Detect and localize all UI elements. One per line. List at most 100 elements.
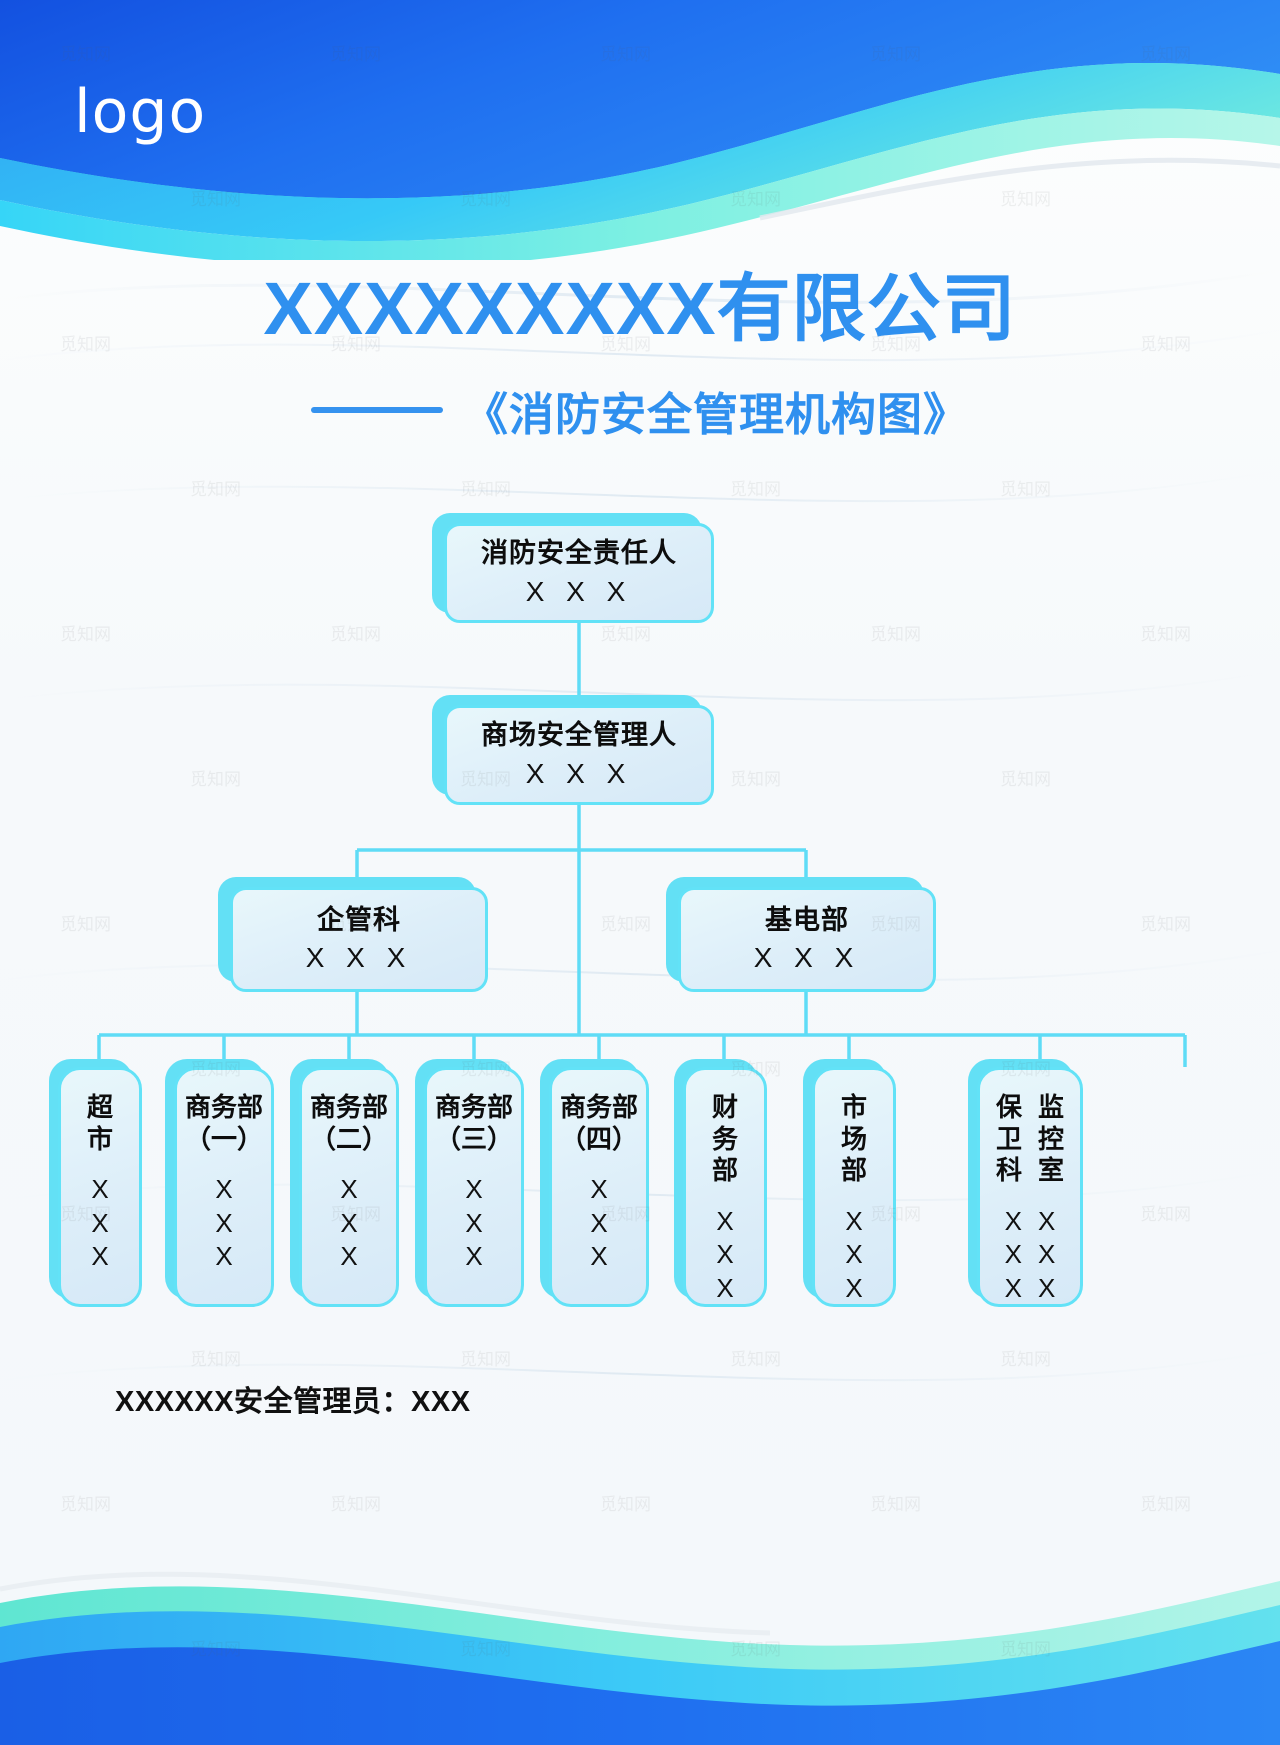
node-person-char: X bbox=[1004, 1206, 1022, 1237]
header-block: XXXXXXXXX有限公司 《消防安全管理机构图》 bbox=[0, 270, 1280, 443]
node-person: X X X bbox=[215, 1173, 232, 1273]
node-title-char: 场 bbox=[840, 1123, 867, 1154]
watermark: 觅知网 bbox=[1000, 1350, 1051, 1370]
node-person: X X X X X X bbox=[1005, 1205, 1056, 1305]
bottom-wave-decoration bbox=[0, 1571, 1280, 1745]
node-person-char: X bbox=[845, 1206, 863, 1237]
node-title-char: 商务部 bbox=[559, 1092, 638, 1122]
node-person-char: X bbox=[716, 1239, 734, 1270]
watermark: 觅知网 bbox=[1000, 480, 1051, 500]
node-title-column-monitoring: 监 控 室 bbox=[1038, 1092, 1064, 1187]
node-title-char: 市 bbox=[840, 1092, 867, 1122]
node-title-char: 商务部 bbox=[184, 1092, 263, 1122]
watermark: 觅知网 bbox=[460, 480, 511, 500]
node-card: 商场安全管理人 X X X bbox=[444, 705, 714, 805]
node-person-column-monitoring: X X X bbox=[1038, 1205, 1055, 1305]
node-title-char: （一） bbox=[184, 1123, 263, 1154]
node-person-char: X bbox=[91, 1240, 109, 1271]
node-person: X X X bbox=[91, 1173, 108, 1273]
node-person-char: X bbox=[340, 1207, 358, 1238]
node-person-char: X bbox=[91, 1207, 109, 1238]
node-person-column-security: X X X bbox=[1005, 1205, 1022, 1305]
node-card: 消防安全责任人 X X X bbox=[444, 523, 714, 623]
node-title-char: 控 bbox=[1038, 1123, 1065, 1154]
node-marketing-department[interactable]: 市 场 部 X X X bbox=[803, 1059, 896, 1307]
node-card: 市 场 部 X X X bbox=[812, 1067, 896, 1307]
node-person-char: X bbox=[215, 1207, 233, 1238]
node-person-char: X bbox=[1004, 1239, 1022, 1270]
node-card: 商务部 （四） X X X bbox=[549, 1067, 649, 1307]
node-card: 财 务 部 X X X bbox=[683, 1067, 767, 1307]
node-title: 商务部 （一） bbox=[185, 1092, 263, 1155]
node-business-department-1[interactable]: 商务部 （一） X X X bbox=[165, 1059, 274, 1307]
node-title-char: 财 bbox=[711, 1092, 738, 1122]
watermark: 觅知网 bbox=[730, 1350, 781, 1370]
node-title: 商务部 （三） bbox=[435, 1092, 513, 1155]
node-fire-safety-responsible-person[interactable]: 消防安全责任人 X X X bbox=[432, 513, 714, 623]
node-title-char: 务 bbox=[711, 1123, 738, 1154]
node-person: X X X bbox=[753, 942, 861, 974]
node-person-char: X bbox=[845, 1239, 863, 1270]
node-title: 财 务 部 bbox=[712, 1092, 738, 1187]
node-person-char: X bbox=[465, 1174, 483, 1205]
watermark: 觅知网 bbox=[730, 480, 781, 500]
node-enterprise-management-section[interactable]: 企管科 X X X bbox=[218, 877, 488, 992]
node-title-char: 科 bbox=[995, 1155, 1022, 1186]
node-business-department-4[interactable]: 商务部 （四） X X X bbox=[540, 1059, 649, 1307]
node-finance-department[interactable]: 财 务 部 X X X bbox=[674, 1059, 767, 1307]
node-title-char: 部 bbox=[711, 1155, 738, 1186]
node-title: 商场安全管理人 bbox=[481, 720, 677, 751]
node-person: X X X bbox=[845, 1205, 862, 1305]
node-person-char: X bbox=[1004, 1272, 1022, 1303]
node-person-char: X bbox=[1038, 1206, 1056, 1237]
node-title-char: 商务部 bbox=[434, 1092, 513, 1122]
node-person-char: X bbox=[465, 1207, 483, 1238]
node-person-char: X bbox=[1038, 1272, 1056, 1303]
node-title: 消防安全责任人 bbox=[481, 538, 677, 569]
top-wave-decoration bbox=[0, 0, 1280, 260]
subtitle-row: 《消防安全管理机构图》 bbox=[0, 378, 1280, 443]
node-title-char: 市 bbox=[86, 1123, 113, 1154]
node-card: 商务部 （一） X X X bbox=[174, 1067, 274, 1307]
node-person-char: X bbox=[590, 1240, 608, 1271]
node-person: X X X bbox=[590, 1173, 607, 1273]
node-person-char: X bbox=[845, 1272, 863, 1303]
node-business-department-3[interactable]: 商务部 （三） X X X bbox=[415, 1059, 524, 1307]
node-title-char: （四） bbox=[559, 1123, 638, 1154]
node-person-char: X bbox=[215, 1240, 233, 1271]
node-title-char: 室 bbox=[1038, 1155, 1065, 1186]
node-person-char: X bbox=[716, 1272, 734, 1303]
subtitle-rule bbox=[310, 407, 443, 414]
node-person-char: X bbox=[215, 1174, 233, 1205]
node-person-char: X bbox=[716, 1206, 734, 1237]
node-person-char: X bbox=[590, 1174, 608, 1205]
watermark: 觅知网 bbox=[190, 1350, 241, 1370]
node-card: 超 市 X X X bbox=[58, 1067, 142, 1307]
node-supermarket[interactable]: 超 市 X X X bbox=[49, 1059, 142, 1307]
node-electromechanical-department[interactable]: 基电部 X X X bbox=[666, 877, 936, 992]
node-title: 企管科 bbox=[317, 904, 401, 935]
node-person-char: X bbox=[1038, 1239, 1056, 1270]
node-person: X X X bbox=[716, 1205, 733, 1305]
node-person: X X X bbox=[340, 1173, 357, 1273]
node-person-char: X bbox=[465, 1240, 483, 1271]
node-title-column-security: 保 卫 科 bbox=[996, 1092, 1022, 1187]
node-title: 商务部 （四） bbox=[560, 1092, 638, 1155]
node-business-department-2[interactable]: 商务部 （二） X X X bbox=[290, 1059, 399, 1307]
node-person: X X X bbox=[305, 942, 413, 974]
page-subtitle: 《消防安全管理机构图》 bbox=[462, 388, 969, 440]
node-person: X X X bbox=[465, 1173, 482, 1273]
node-title-char: 监 bbox=[1038, 1092, 1065, 1122]
connector-lines bbox=[97, 623, 1187, 1067]
logo-text: logo bbox=[74, 77, 207, 147]
node-card: 基电部 X X X bbox=[678, 887, 936, 992]
node-title-char: 超 bbox=[86, 1092, 113, 1122]
node-title: 市 场 部 bbox=[841, 1092, 867, 1187]
node-card: 保 卫 科 监 控 室 X X X bbox=[977, 1067, 1083, 1307]
node-title-char: （三） bbox=[434, 1123, 513, 1154]
node-mall-safety-manager[interactable]: 商场安全管理人 X X X bbox=[432, 695, 714, 805]
node-security-and-monitoring[interactable]: 保 卫 科 监 控 室 X X X bbox=[968, 1059, 1083, 1307]
footer-safety-officer-note: XXXXXX安全管理员：XXX bbox=[115, 1386, 471, 1418]
watermark: 觅知网 bbox=[190, 480, 241, 500]
